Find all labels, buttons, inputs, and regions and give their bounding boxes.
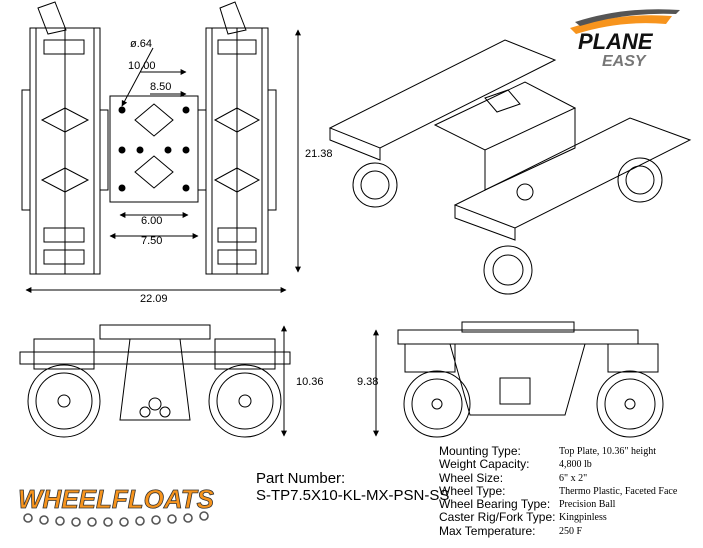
spec-row: Mounting Type: Top Plate, 10.36" height [439, 444, 703, 458]
top-view [21, 1, 301, 293]
plate-width-dim: 7.50 [141, 235, 162, 247]
hole-diameter-dim: ø.64 [130, 38, 152, 50]
spec-row: Wheel Bearing Type: Precision Ball [439, 497, 703, 512]
spec-row: Wheel Type: Thermo Plastic, Faceted Face [439, 483, 703, 498]
spec-label: Max Temperature: [439, 523, 536, 538]
spec-value: Kingpinless [559, 512, 607, 524]
front-height-dim: 9.38 [357, 376, 378, 388]
part-number-value: S-TP7.5X10-KL-MX-PSN-SS [256, 487, 450, 504]
spec-label: Mounting Type: [439, 444, 521, 458]
spec-value: 250 F [559, 525, 583, 537]
plate-hole-width-dim: 10.00 [128, 60, 156, 72]
spec-label: Wheel Bearing Type: [439, 497, 551, 512]
part-number-label: Part Number: [256, 470, 346, 487]
left-caster-top [21, 1, 109, 275]
wheel-floats-logo-text: WHEELFLOATS [18, 484, 215, 514]
right-caster-top [197, 1, 277, 275]
spec-label: Caster Rig/Fork Type: [439, 510, 556, 525]
spec-value: Thermo Plastic, Faceted Face [559, 485, 678, 497]
plate-hole-inner-dim: 8.50 [150, 81, 171, 93]
overall-width-dim: 22.09 [140, 293, 168, 305]
center-top-plate [109, 95, 199, 203]
spec-label: Wheel Size: [439, 470, 504, 485]
spec-row: Wheel Size: 6" x 2" [439, 470, 703, 485]
spec-value: 4,800 lb [559, 459, 592, 471]
wheel-floats-logo: WHEELFLOATS [18, 484, 215, 527]
specs-table: Mounting Type: Top Plate, 10.36" height … [439, 444, 703, 538]
spec-value: Precision Ball [559, 499, 616, 511]
spec-value: Top Plate, 10.36" height [559, 446, 656, 457]
side-view [19, 324, 291, 438]
overall-length-dim: 21.38 [305, 148, 333, 160]
spec-label: Wheel Type: [439, 483, 506, 498]
spec-row: Weight Capacity: 4,800 lb [439, 457, 703, 472]
plane-easy-logo-line1: PLANE [578, 29, 654, 54]
front-view [373, 321, 664, 438]
spec-label: Weight Capacity: [439, 457, 530, 472]
spec-row: Max Temperature: 250 F [439, 523, 703, 538]
side-height-dim: 10.36 [296, 376, 324, 388]
bolt-spacing-dim: 6.00 [141, 215, 162, 227]
isometric-view [328, 39, 692, 295]
plane-easy-logo: PLANE EASY [570, 9, 680, 70]
spec-row: Caster Rig/Fork Type: Kingpinless [439, 510, 703, 525]
plane-easy-logo-line2: EASY [602, 53, 647, 70]
spec-value: 6" x 2" [559, 472, 588, 484]
